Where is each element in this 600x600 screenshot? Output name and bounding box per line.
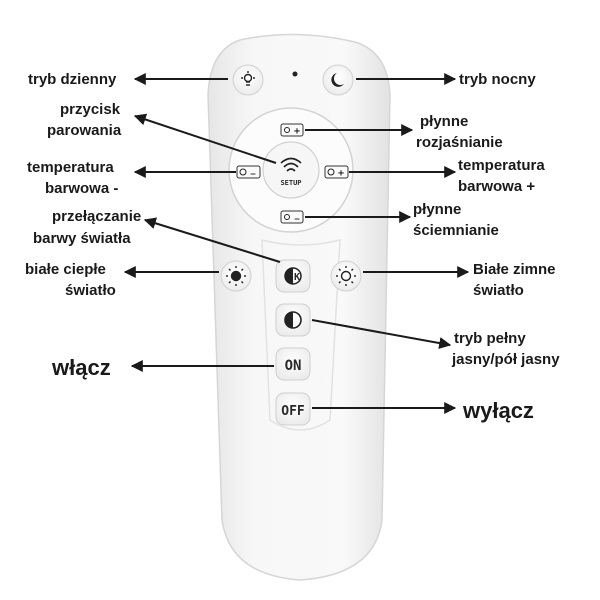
setup-button[interactable] xyxy=(262,141,320,199)
brighten-button[interactable]: + xyxy=(280,123,304,137)
label-pairing-2: parowania xyxy=(47,122,122,139)
cct-icon xyxy=(239,168,247,176)
off-button[interactable]: OFF xyxy=(275,392,311,426)
sun-warm-icon xyxy=(226,266,246,286)
k-letter: K xyxy=(294,272,300,283)
full-half-mode-button[interactable] xyxy=(275,303,311,337)
label-cold-1: Białe zimne xyxy=(473,261,556,278)
off-label: OFF xyxy=(281,404,305,419)
sun-small-icon xyxy=(284,127,290,133)
moon-star-icon xyxy=(331,73,344,87)
label-temp-plus-2: barwowa + xyxy=(458,178,535,195)
day-mode-button[interactable] xyxy=(232,64,264,96)
on-button[interactable]: ON xyxy=(275,347,311,381)
label-temp-minus-1: temperatura xyxy=(27,159,114,176)
label-warm-2: światło xyxy=(65,282,116,299)
ir-led xyxy=(292,71,298,77)
label-brighten-2: rozjaśnianie xyxy=(416,134,503,151)
arrow-full-half xyxy=(311,319,452,349)
label-pairing-1: przycisk xyxy=(60,101,121,118)
wifi-icon xyxy=(280,157,302,172)
half-circle-icon xyxy=(284,311,302,329)
label-full-half-1: tryb pełny xyxy=(454,330,526,347)
panel-groove xyxy=(261,239,341,431)
day-lamp-icon xyxy=(241,71,255,86)
cold-white-button[interactable] xyxy=(330,260,362,292)
minus-sign: — xyxy=(295,214,300,223)
color-temp-minus-button[interactable]: — xyxy=(236,165,261,179)
label-k-switch-2: barwy światła xyxy=(33,230,131,247)
label-day-mode: tryb dzienny xyxy=(28,71,117,88)
label-temp-minus-2: barwowa - xyxy=(45,180,118,197)
night-mode-button[interactable] xyxy=(322,64,354,96)
warm-white-button[interactable] xyxy=(220,260,252,292)
color-temp-plus-button[interactable]: + xyxy=(324,165,349,179)
label-k-switch-1: przełączanie xyxy=(52,208,141,225)
label-off: wyłącz xyxy=(462,398,534,423)
control-dial: SETUP + — — + xyxy=(228,107,354,233)
label-temp-plus-1: temperatura xyxy=(458,157,545,174)
callout-arrows xyxy=(123,73,470,414)
on-label: ON xyxy=(285,358,302,374)
label-dim-1: płynne xyxy=(413,201,461,218)
half-fill xyxy=(285,268,293,284)
label-on: włącz xyxy=(51,355,111,380)
sun-cold-icon xyxy=(336,266,356,286)
cct-icon xyxy=(327,168,335,176)
label-full-half-2: jasny/pół jasny xyxy=(451,351,560,368)
sun-small-icon xyxy=(284,214,290,220)
arrow-k-switch xyxy=(143,217,281,263)
plus-sign: + xyxy=(338,168,344,179)
label-cold-2: światło xyxy=(473,282,524,299)
setup-label: SETUP xyxy=(280,179,301,187)
minus-sign: — xyxy=(251,169,256,178)
arrow-pairing xyxy=(133,113,277,164)
plus-sign: + xyxy=(294,126,300,137)
k-switch-button[interactable]: K xyxy=(275,259,311,293)
label-night-mode: tryb nocny xyxy=(459,71,536,88)
label-warm-1: białe ciepłe xyxy=(25,261,106,278)
dim-button[interactable]: — xyxy=(280,210,304,224)
label-brighten-1: płynne xyxy=(420,113,468,130)
label-dim-2: ściemnianie xyxy=(413,222,499,239)
